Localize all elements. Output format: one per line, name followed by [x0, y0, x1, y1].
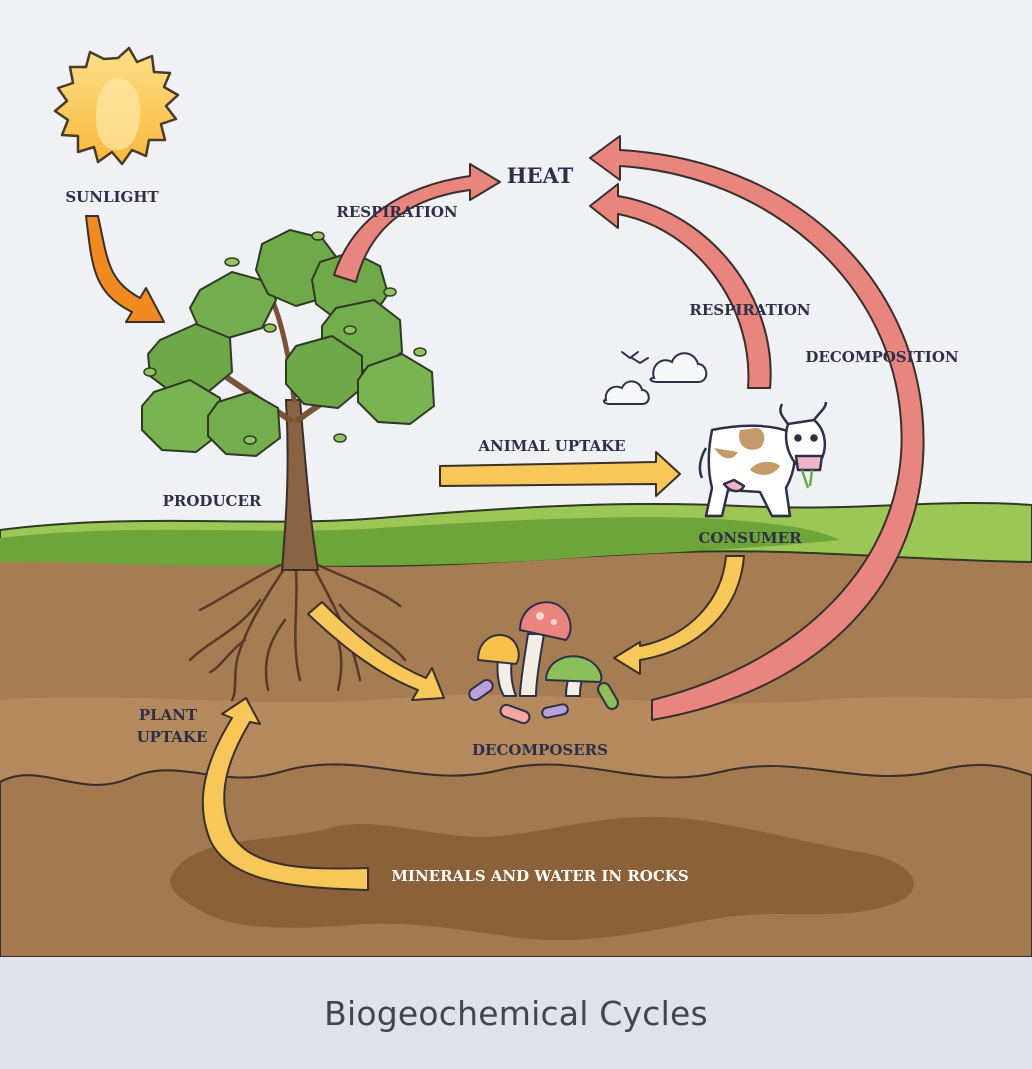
label-heat: HEAT [507, 163, 574, 188]
label-consumer: CONSUMER [698, 529, 802, 547]
plant-uptake-arrow [201, 697, 369, 891]
mushrooms [468, 601, 619, 725]
label-decomposition: DECOMPOSITION [805, 348, 958, 366]
tree-leaf-dots [143, 231, 427, 445]
label-animal-uptake: ANIMAL UPTAKE [477, 437, 625, 455]
tree-foliage [141, 229, 435, 457]
label-plant-uptake-line2: UPTAKE [137, 728, 208, 746]
sun [53, 46, 180, 166]
diagram-caption: Biogeochemical Cycles [324, 993, 708, 1033]
cow [698, 401, 828, 518]
label-plant-uptake-line1: PLANT [139, 706, 198, 724]
label-respiration-consumer: RESPIRATION [689, 301, 811, 319]
animal-uptake-arrow [439, 451, 681, 497]
respiration-arrow-consumer [589, 183, 772, 389]
grass-dark-band [0, 517, 840, 566]
sunlight-arrow [85, 215, 165, 323]
decomposition-arrow [589, 135, 925, 721]
tree-roots [188, 558, 407, 702]
label-sunlight: SUNLIGHT [65, 188, 159, 206]
producer-to-decomposers-arrow [307, 601, 445, 701]
biogeochemical-cycle-scene: SUNLIGHT HEAT RESPIRATION RESPIRATION DE… [0, 46, 1032, 957]
respiration-arrow-producer [333, 163, 501, 283]
consumer-to-decomposers-arrow [613, 555, 745, 675]
label-decomposers: DECOMPOSERS [472, 741, 608, 759]
bird-icons [621, 351, 649, 365]
label-respiration-producer: RESPIRATION [336, 203, 458, 221]
topsoil-light-band [0, 694, 1032, 785]
minerals-pool [170, 816, 914, 941]
label-producer: PRODUCER [163, 492, 262, 510]
caption-bar: Biogeochemical Cycles [0, 957, 1032, 1069]
label-minerals: MINERALS AND WATER IN ROCKS [391, 867, 688, 885]
rock-boundary-line [0, 763, 1032, 786]
cloud-icon [602, 352, 708, 405]
